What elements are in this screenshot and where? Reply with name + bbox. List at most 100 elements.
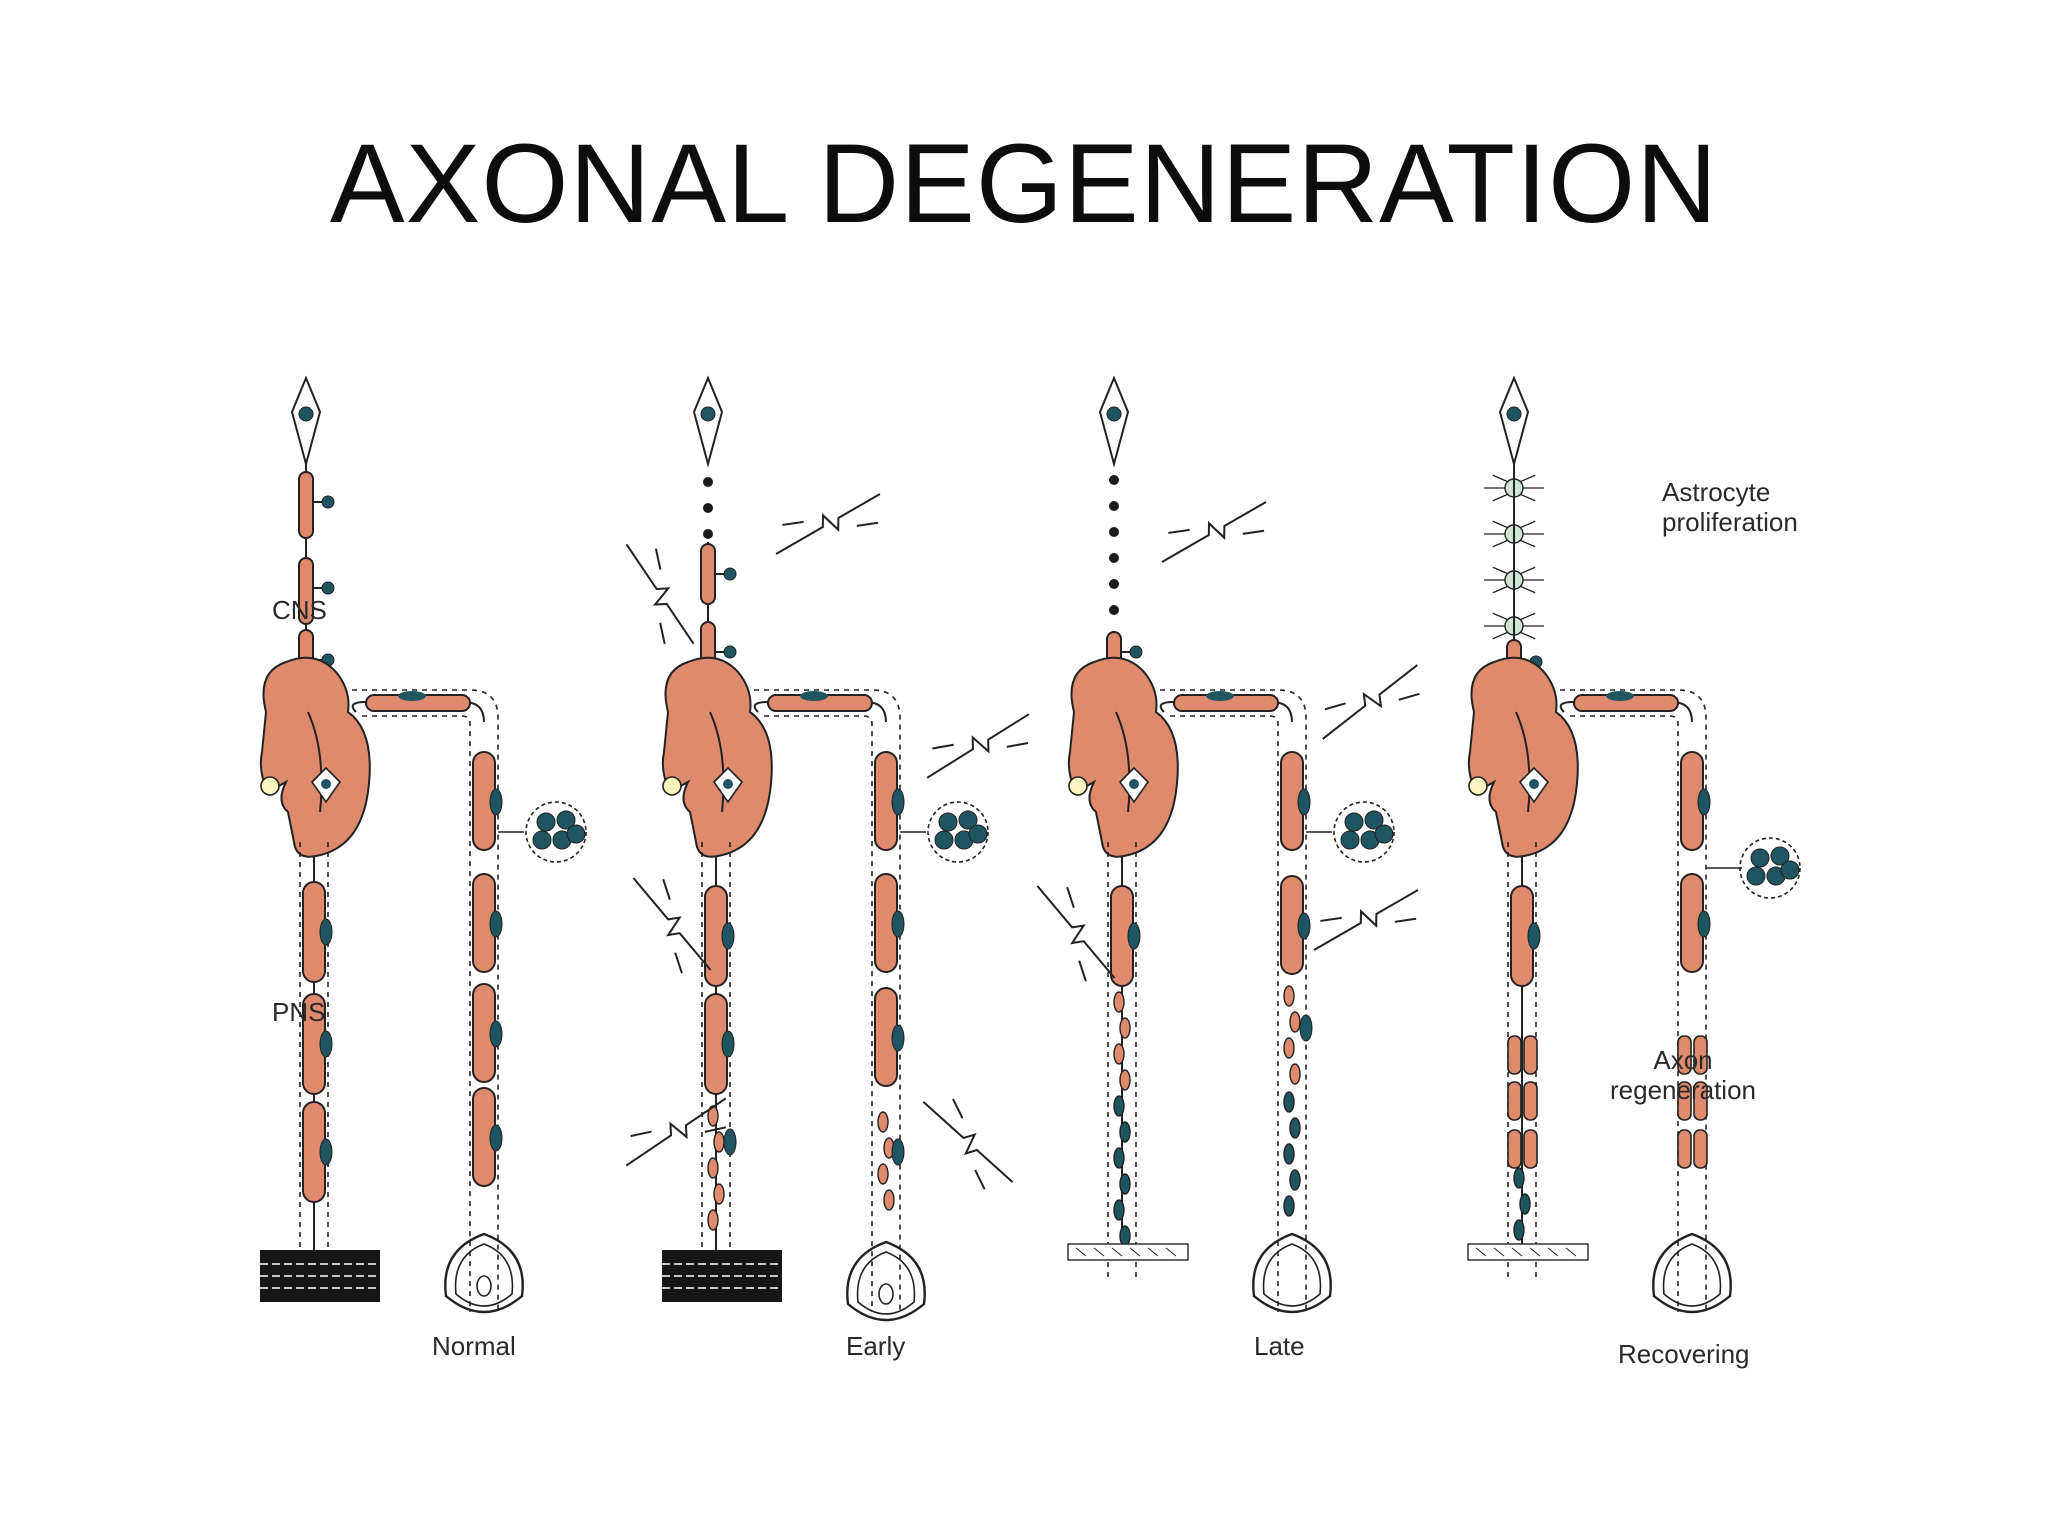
regenerating-myelin: [1678, 1130, 1691, 1168]
oligodendrocyte-nucleus: [322, 496, 334, 508]
lesion-tick: [782, 515, 803, 532]
degenerated-axon-dot: [703, 529, 713, 539]
lesion-mark: [1303, 871, 1430, 971]
basal-lamina: [1170, 716, 1278, 1312]
astrocyte-process: [1493, 540, 1508, 546]
degenerated-axon-dot: [703, 503, 713, 513]
panel-label-normal: Normal: [432, 1332, 516, 1362]
schwann-cell-nucleus: [490, 911, 502, 937]
macrophage-granule: [1781, 861, 1799, 879]
slide-title: AXONAL DEGENERATION: [0, 128, 2048, 240]
myelin-debris: [1284, 1092, 1294, 1112]
lesion-tick: [654, 623, 672, 644]
astrocyte-process: [1493, 567, 1508, 573]
myelin-debris: [1114, 992, 1124, 1012]
pns-label: PNS: [272, 998, 325, 1028]
regenerating-myelin: [1524, 1036, 1537, 1074]
schwann-cell-nucleus: [320, 919, 332, 945]
myelin-debris: [884, 1190, 894, 1210]
regenerating-myelin: [1508, 1036, 1521, 1074]
diagram-canvas: [256, 372, 1888, 1484]
regenerating-myelin: [1508, 1130, 1521, 1168]
schwann-cell-nucleus: [490, 789, 502, 815]
motor-neuron-nucleus: [321, 779, 331, 789]
macrophage-granule: [1341, 831, 1359, 849]
lesion-mark: [607, 532, 712, 657]
lesion-tick: [1243, 524, 1264, 541]
regenerating-myelin: [1524, 1130, 1537, 1168]
lesion-mark: [1309, 648, 1432, 758]
axonal-degeneration-diagram: CNS PNS Normal Early Late Recovering Ast…: [256, 372, 1888, 1484]
lesion-tick: [657, 879, 676, 899]
myelin-debris: [878, 1164, 888, 1184]
schwann-cell-nucleus: [1298, 913, 1310, 939]
astrocyte-process: [1493, 475, 1508, 481]
basal-lamina: [764, 716, 872, 1312]
astrocyte-process: [1520, 613, 1535, 619]
neuron-nucleus: [299, 407, 313, 421]
oligodendrocyte-nucleus: [724, 568, 736, 580]
astrocyte-process: [1520, 521, 1535, 527]
degenerated-axon-dot: [1109, 527, 1119, 537]
macrophage-granule: [567, 825, 585, 843]
regenerating-myelin: [1694, 1130, 1707, 1168]
myelin-segment: [701, 544, 715, 604]
macrophage-granule: [1345, 813, 1363, 831]
oligodendrocyte-nucleus: [1130, 646, 1142, 658]
lesion-mark: [907, 1086, 1027, 1200]
myelin-debris: [708, 1158, 718, 1178]
spinal-cord-grey-matter: [1469, 658, 1578, 857]
myelin-debris: [1514, 1168, 1524, 1188]
basal-lamina: [1570, 716, 1678, 1312]
astrocyte-process: [1520, 540, 1535, 546]
lesion-tick: [1073, 961, 1092, 981]
degenerated-axon-dot: [1109, 501, 1119, 511]
schwann-cell-nucleus: [892, 1139, 904, 1165]
degenerated-axon-dot: [1109, 475, 1119, 485]
schwann-cell-nucleus: [1698, 911, 1710, 937]
astrocyte-process: [1520, 567, 1535, 573]
myelin-debris: [714, 1132, 724, 1152]
dorsal-root-ganglion: [1469, 777, 1487, 795]
schwann-cell-nucleus: [1300, 1015, 1312, 1041]
schwann-cell-nucleus: [1298, 789, 1310, 815]
macrophage-granule: [939, 813, 957, 831]
receptor-core: [477, 1276, 491, 1296]
myelin-debris: [1114, 1200, 1124, 1220]
degenerated-axon-dot: [1109, 553, 1119, 563]
macrophage-granule: [969, 825, 987, 843]
schwann-cell-nucleus: [398, 691, 426, 701]
astrocyte-process: [1493, 494, 1508, 500]
atrophied-muscle: [1468, 1244, 1588, 1260]
myelin-debris: [1520, 1194, 1530, 1214]
lesion-zigzag: [917, 1094, 1020, 1189]
panel-late: [1019, 378, 1432, 1312]
myelin-debris: [1120, 1018, 1130, 1038]
sensory-receptor-lamella: [1664, 1244, 1721, 1306]
panel-early: [607, 378, 1042, 1320]
astrocyte-process: [1493, 613, 1508, 619]
cns-label: CNS: [272, 596, 327, 626]
macrophage-granule: [533, 831, 551, 849]
myelin-debris: [1114, 1148, 1124, 1168]
dorsal-root-ganglion: [261, 777, 279, 795]
oligodendrocyte-nucleus: [724, 646, 736, 658]
myelin-debris: [1284, 1144, 1294, 1164]
astrocyte-process: [1493, 586, 1508, 592]
regenerating-myelin: [1524, 1082, 1537, 1120]
panel-label-recovering: Recovering: [1618, 1340, 1750, 1370]
lesion-zigzag: [618, 539, 702, 650]
astrocyte-process: [1493, 632, 1508, 638]
myelin-debris: [1514, 1220, 1524, 1240]
lesion-tick: [669, 953, 688, 973]
myelin-debris: [1120, 1070, 1130, 1090]
lesion-tick: [932, 738, 953, 755]
lesion-zigzag: [1317, 657, 1424, 747]
motor-neuron-nucleus: [1129, 779, 1139, 789]
basal-lamina: [362, 716, 470, 1312]
schwann-cell-nucleus: [1128, 923, 1140, 949]
schwann-cell-nucleus: [1606, 691, 1634, 701]
myelin-debris: [1290, 1064, 1300, 1084]
lesion-tick: [631, 1125, 652, 1143]
panel-label-late: Late: [1254, 1332, 1305, 1362]
